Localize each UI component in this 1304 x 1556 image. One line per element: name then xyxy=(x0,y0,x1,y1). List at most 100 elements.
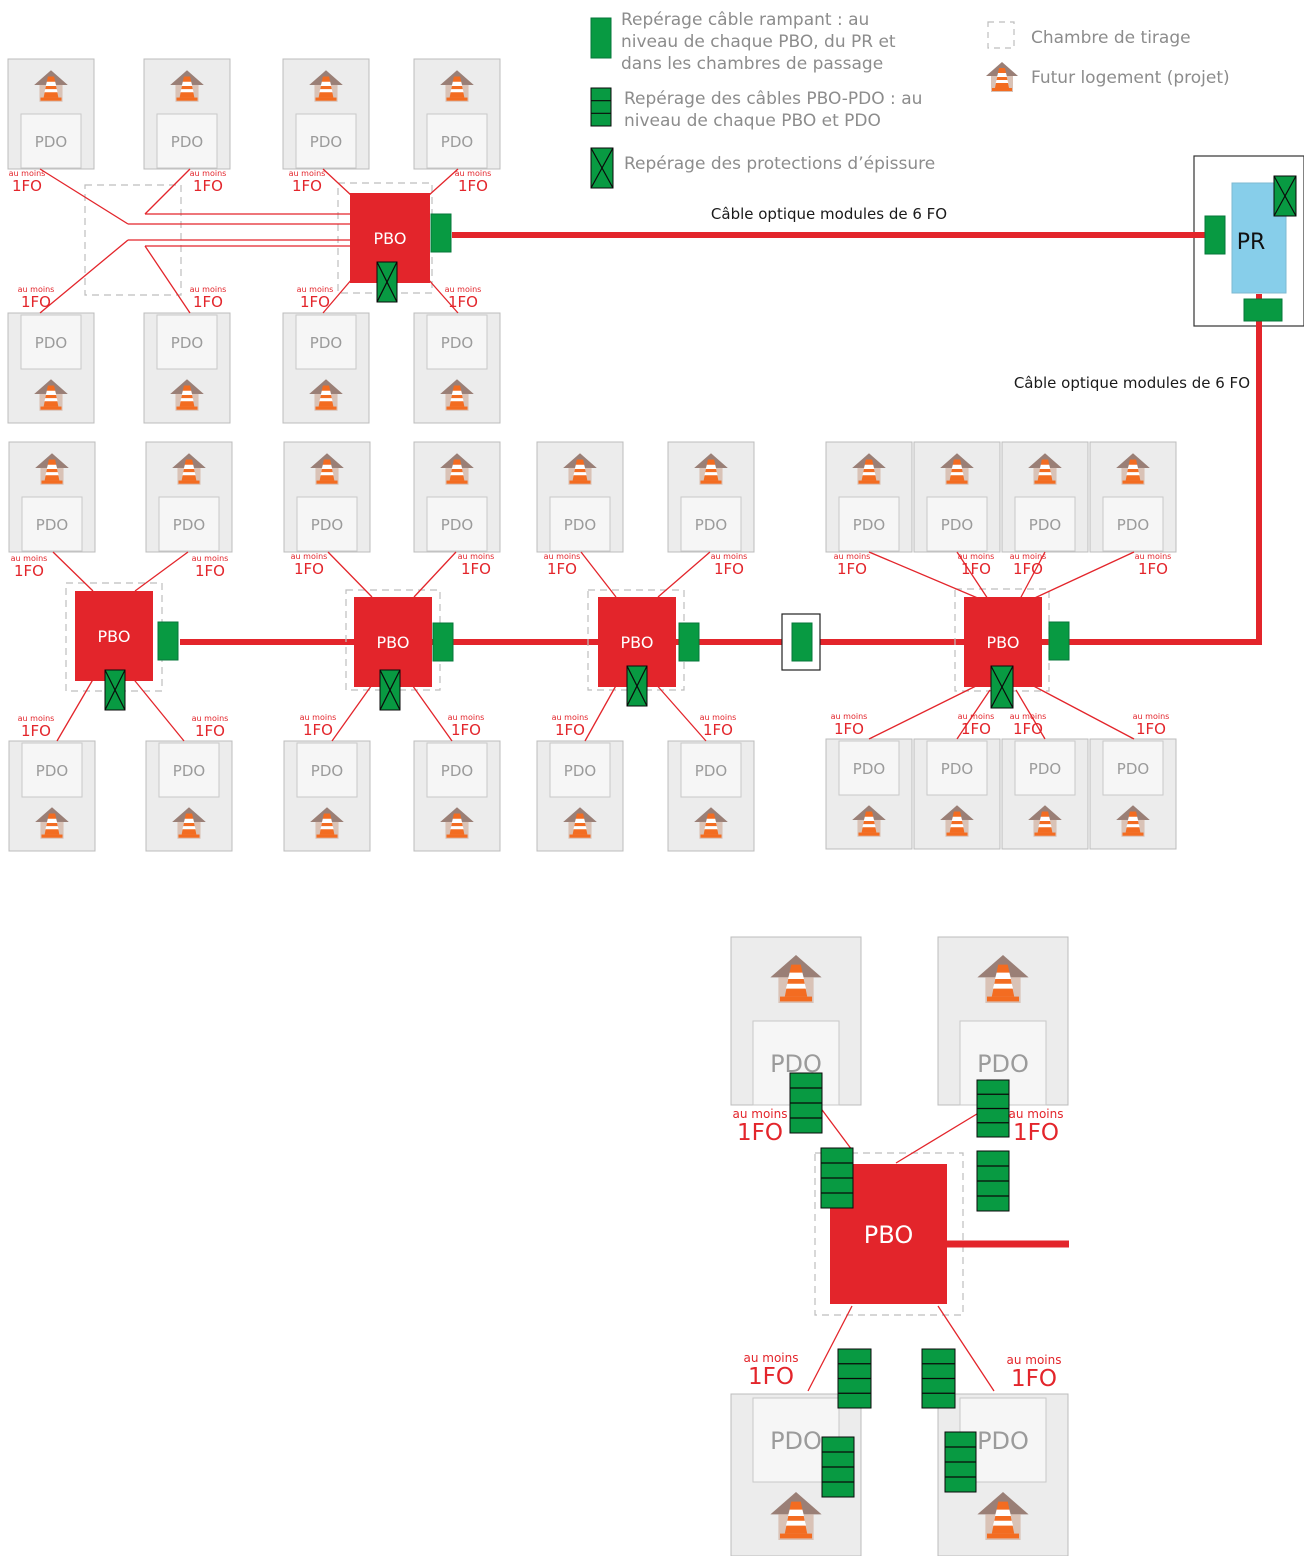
pdo-label: PDO xyxy=(310,133,342,151)
dwelling: PDO xyxy=(413,58,501,170)
pbo-label: PBO xyxy=(374,229,407,248)
drop-cable xyxy=(956,689,991,740)
fiber-label-count: 1FO xyxy=(1011,1366,1057,1392)
house-with-traffic-cone-icon xyxy=(310,807,344,839)
dwelling: PDO xyxy=(937,936,1069,1106)
splice-marker xyxy=(376,261,398,303)
pbo-box[interactable]: PBO xyxy=(350,193,430,283)
pdo-box xyxy=(838,496,900,552)
fiber-label-count: 1FO xyxy=(195,722,225,740)
pdo-box xyxy=(680,742,742,798)
dwelling: PDO xyxy=(7,58,95,170)
pdo-label: PDO xyxy=(1029,516,1061,534)
cable-marker xyxy=(1204,215,1226,255)
house-with-traffic-cone-icon xyxy=(563,453,597,485)
pr-label: PR xyxy=(1237,230,1266,255)
drop-cable xyxy=(868,683,981,740)
drop-cable xyxy=(130,675,185,742)
fiber-label-small: au moins xyxy=(1133,712,1170,721)
pdo-box xyxy=(426,742,488,798)
pbo-pdo-marker xyxy=(837,1348,872,1409)
house-with-traffic-cone-icon xyxy=(172,453,206,485)
fiber-label-count: 1FO xyxy=(1136,720,1166,738)
splice-marker xyxy=(626,665,648,707)
dwelling: PDO xyxy=(1001,441,1089,553)
pbo-pdo-marker xyxy=(976,1079,1010,1138)
drop-cable xyxy=(956,551,989,600)
drop-cable xyxy=(584,681,619,742)
fiber-label-small: au moins xyxy=(18,714,55,723)
drop-cable xyxy=(427,168,459,197)
fiber-label-small: au moins xyxy=(1010,552,1047,561)
pdo-box xyxy=(295,314,357,370)
pdo-box xyxy=(549,496,611,552)
fiber-label-count: 1FO xyxy=(294,560,324,578)
pdo-label: PDO xyxy=(1117,760,1149,778)
fiber-label-small: au moins xyxy=(544,552,581,561)
pdo-label: PDO xyxy=(310,334,342,352)
pbo-box[interactable]: PBO xyxy=(75,591,153,681)
drop-cable xyxy=(937,1305,995,1392)
pdo-box xyxy=(1014,496,1076,552)
fiber-label-small: au moins xyxy=(9,169,46,178)
fiber-label-small: au moins xyxy=(1010,712,1047,721)
house-with-traffic-cone-icon xyxy=(309,379,343,411)
pdo-label: PDO xyxy=(1029,760,1061,778)
pdo-label: PDO xyxy=(311,516,343,534)
dwelling: PDO xyxy=(413,441,501,553)
cable-marker xyxy=(157,621,179,661)
drop-cable xyxy=(868,551,981,600)
fiber-label-count: 1FO xyxy=(555,721,585,739)
cable-marker xyxy=(1243,298,1283,322)
cable-marker xyxy=(432,622,454,662)
cable-marker xyxy=(791,622,813,662)
fiber-label-small: au moins xyxy=(448,713,485,722)
pdo-label: PDO xyxy=(171,334,203,352)
pdo-box xyxy=(20,113,82,169)
dwelling: PDO xyxy=(143,58,231,170)
drop-cable xyxy=(322,278,353,314)
house-with-traffic-cone-icon xyxy=(770,1492,822,1540)
pbo-label: PBO xyxy=(377,633,410,652)
fiber-label-count: 1FO xyxy=(448,293,478,311)
cable-marker xyxy=(1048,621,1070,661)
house-with-traffic-cone-icon xyxy=(852,453,886,485)
dwelling: PDO xyxy=(145,441,233,553)
fiber-label-count: 1FO xyxy=(193,177,223,195)
dwelling: PDO xyxy=(913,738,1001,850)
pdo-label: PDO xyxy=(171,133,203,151)
house-with-traffic-cone-icon xyxy=(440,453,474,485)
pdo-label: PDO xyxy=(977,1050,1029,1078)
pdo-label: PDO xyxy=(173,762,205,780)
dwelling: PDO xyxy=(143,312,231,424)
fiber-label-count: 1FO xyxy=(195,562,225,580)
splice-marker xyxy=(990,665,1014,709)
pdo-box xyxy=(156,314,218,370)
pdo-box xyxy=(926,496,988,552)
drop-cable xyxy=(52,551,94,592)
pbo-pdo-marker xyxy=(944,1431,977,1493)
splice-marker xyxy=(1273,175,1297,217)
pdo-label: PDO xyxy=(441,133,473,151)
drop-cable xyxy=(1025,681,1135,740)
dwelling: PDO xyxy=(413,312,501,424)
drop-cable xyxy=(807,1305,853,1392)
fiber-label-small: au moins xyxy=(1135,552,1172,561)
pbo-rect xyxy=(75,591,153,681)
house-with-traffic-cone-icon xyxy=(977,955,1029,1003)
drop-cable xyxy=(331,681,375,742)
dwelling: PDO xyxy=(667,441,755,553)
house-with-traffic-cone-icon xyxy=(440,379,474,411)
pdo-label: PDO xyxy=(941,516,973,534)
fiber-label-count: 1FO xyxy=(834,720,864,738)
